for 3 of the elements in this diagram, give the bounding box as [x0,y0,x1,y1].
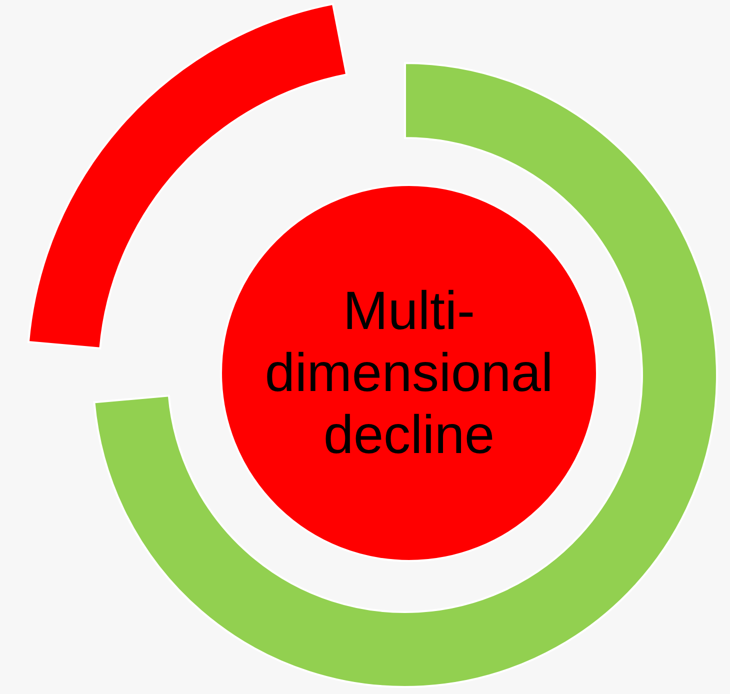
circle-label: Multi-dimensional decline [264,280,554,466]
ring-segment [93,62,718,688]
ring-segment [27,2,348,350]
